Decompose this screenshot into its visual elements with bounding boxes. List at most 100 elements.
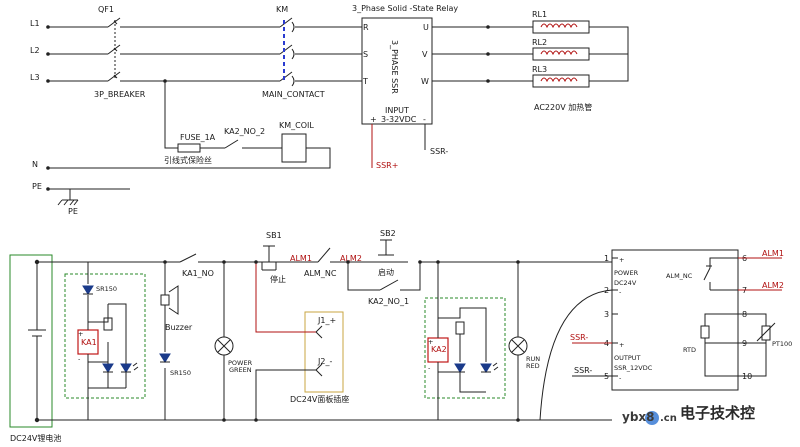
power-lamp [214,260,234,422]
socket-caption: DC24V面板插座 [290,394,349,404]
controller-alm-nc: ALM_NC [666,272,693,280]
controller-ssr-wires [572,342,612,377]
heater-rl3: RL3 [532,65,547,74]
sr150-label-b: SR150 [170,369,191,377]
controller-out-plus: + [619,341,624,349]
controller-minus: - [619,288,622,296]
fuse-caption: 引线式保险丝 [164,155,212,165]
temperature-controller [611,249,739,391]
pin-2: 2 [604,286,609,295]
ctrl-alm2-label: ALM2 [762,281,784,290]
ka1-module [77,262,139,420]
fuse-label: FUSE_1A [180,133,216,142]
breaker-id: QF1 [98,5,114,14]
ka1-no-contact [179,253,197,263]
watermark-logo-icon [645,411,659,425]
heater-rl1: RL1 [532,10,547,19]
sb1-label: SB1 [266,231,282,240]
relay-input-range: 3-32VDC [381,115,417,124]
heater-rl2: RL2 [532,38,547,47]
relay-in-s: S [363,50,368,59]
controller-out-minus: - [619,374,622,382]
relay-title: 3_Phase Solid -State Relay [352,4,458,13]
controller-plus: + [619,256,624,264]
pe-label: PE [32,182,42,191]
contactor-id: KM [276,5,288,14]
power-lamp-color: GREEN [229,366,252,374]
breaker-name: 3P_BREAKER [94,90,146,99]
controller-power-label: POWER [614,269,639,277]
ssr-minus-label: SSR- [430,147,448,156]
ka2-minus: - [428,364,431,372]
battery-box [9,254,53,428]
ctrl-ssr-plus-label: SSR- [574,366,592,375]
heater-caption: AC220V 加热管 [534,102,592,112]
socket-box [304,311,344,393]
ka1-minus: - [78,355,81,363]
relay-out-v: V [422,50,428,59]
sr150-label-a: SR150 [96,285,117,293]
relay-input-minus: - [423,115,426,124]
relay-in-t: T [362,77,368,86]
phase-label-l1: L1 [30,19,40,28]
relay-input-plus: + [370,115,377,124]
relay-input-label: INPUT [385,106,409,115]
sb1-text: 停止 [270,274,286,284]
battery-symbol [28,259,46,423]
sb2-text: 启动 [378,267,394,277]
watermark: ybx8 .cn 电子技术控 [622,404,755,425]
controller-power-voltage: DC24V [614,279,637,287]
relay-out-w: W [421,77,429,86]
pt100-label: PT100 [772,340,792,348]
phase-label-l3: L3 [30,73,40,82]
pt100-sensor [738,313,776,377]
ka2-module [427,260,499,420]
sb2-start-button [372,239,398,263]
ka1-no-label: KA1_NO [182,269,214,278]
ka1-plus: + [78,330,83,338]
ka2-no-1-label: KA2_NO_1 [368,297,409,306]
ka2-no-1-contact [346,260,422,291]
pin-1: 1 [604,254,609,263]
alm-nc-label: ALM_NC [304,269,337,278]
ka1-label: KA1 [81,338,97,347]
socket-j2: J2_- [317,357,332,366]
ka2-module-box [424,297,506,399]
km-control-branch [46,79,331,170]
watermark-brand: 电子技术控 [680,404,755,422]
ka2-no-2-label: KA2_NO_2 [224,127,265,136]
ka2-plus: + [428,338,433,346]
pe-ground [46,187,130,206]
ctrl-alm1-label: ALM1 [762,249,784,258]
sb1-stop-button [261,245,277,271]
controller-output-label: OUTPUT [614,354,641,362]
controller-output-voltage: SSR_12VDC [614,364,653,372]
phase-wires [46,17,362,83]
run-lamp-color: RED [526,362,540,370]
controller-rtd-circuit [700,313,732,377]
sb2-label: SB2 [380,229,396,238]
alm-nc-contact [317,247,331,263]
buzzer-branch [159,260,179,420]
buzzer-label: Buzzer [165,323,193,332]
power-lamp-label: POWER [228,359,253,367]
controller-alarm-contact [703,257,732,291]
alm1-label: ALM1 [290,254,312,263]
socket-j1: J1_+ [317,316,336,325]
ka2-label: KA2 [431,345,447,354]
relay-body-label: 3_PHASE SSR [390,40,399,94]
controller-minus-wire [539,289,613,421]
pin-3: 3 [604,310,609,319]
km-coil-label: KM_COIL [279,121,314,130]
relay-in-r: R [363,23,369,32]
run-lamp-label: RUN [526,355,540,363]
controller-rtd: RTD [683,346,696,354]
contactor-km [279,17,295,87]
relay-out-u: U [423,23,429,32]
ctrl-ssr-minus-label: SSR- [570,333,588,342]
watermark-site: ybx8 [622,410,655,424]
alm2-label: ALM2 [340,254,362,263]
supply-rails [37,261,612,421]
heater-bank [432,20,629,88]
